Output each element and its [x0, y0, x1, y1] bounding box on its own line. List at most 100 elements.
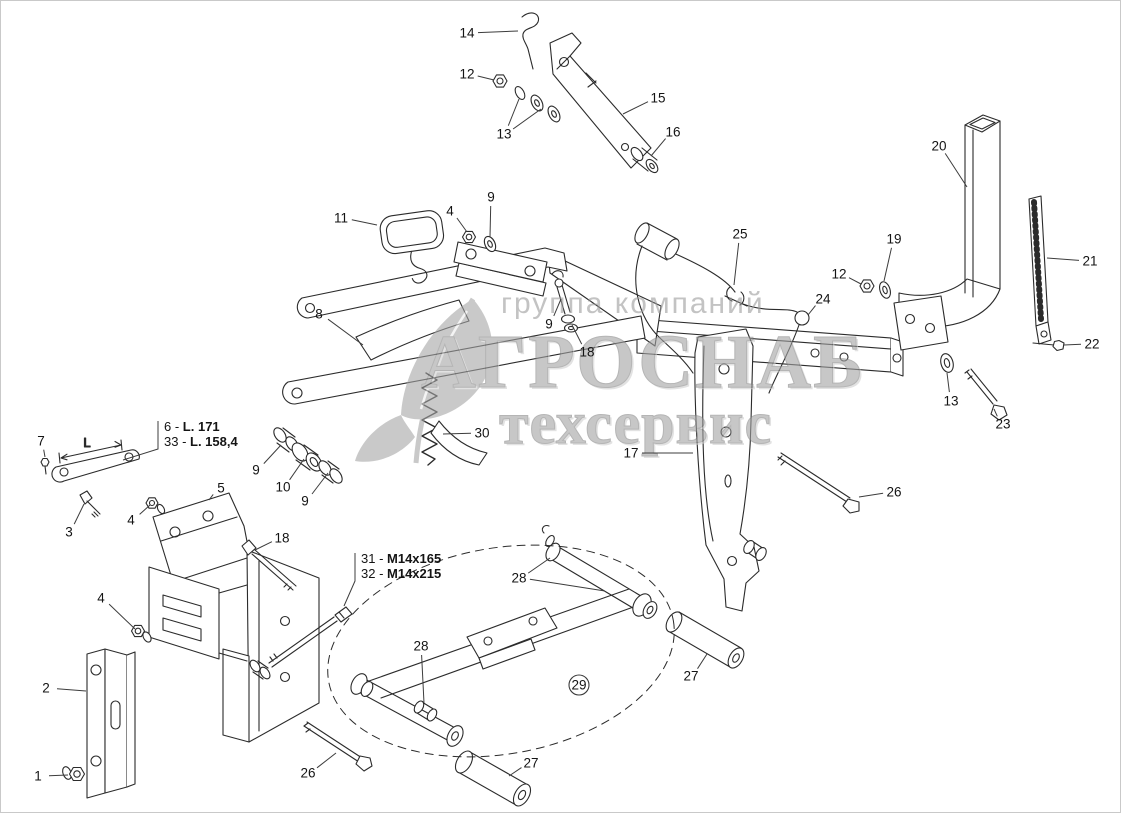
callout-3: 3: [65, 503, 85, 540]
part-bolt-23: [964, 368, 1008, 421]
callout-25: 25: [732, 227, 748, 286]
leader-line: [650, 138, 666, 157]
part-washer-9-top: [483, 235, 497, 253]
leader-line: [944, 153, 968, 188]
callout-9: 9: [252, 444, 282, 478]
leader-line: [442, 432, 472, 435]
part-cable-24: [635, 245, 810, 394]
main-square-tube: [636, 318, 904, 377]
callout-number: 9: [545, 317, 553, 332]
part-pin-17: [743, 539, 767, 562]
leader-line: [208, 494, 214, 501]
leader-line: [807, 305, 816, 316]
part-bushings-9-10-9: [273, 427, 343, 484]
callout-19: 19: [883, 232, 902, 282]
callout-27: 27: [683, 653, 708, 684]
callout-number: 23: [995, 417, 1010, 432]
callout-number: 1: [34, 769, 42, 784]
callout-9: 9: [545, 298, 562, 332]
callout-number: 22: [1084, 337, 1099, 352]
callout-number: 26: [300, 766, 315, 781]
callout-8: 8: [315, 307, 364, 346]
grouping-ellipse-29: [327, 544, 675, 758]
leader-line: [529, 578, 606, 592]
callout-number: 29: [571, 678, 586, 693]
dimension-L: L: [58, 434, 123, 464]
leader-line: [477, 75, 495, 81]
callout-number: 4: [127, 513, 135, 528]
callout-21: 21: [1046, 254, 1098, 269]
callout-7: 7: [37, 434, 46, 458]
callout-12: 12: [831, 267, 862, 285]
leader-line: [512, 108, 542, 130]
callout-circle: [568, 674, 590, 696]
callout-number: 13: [496, 127, 511, 142]
callout-number: 28: [511, 571, 526, 586]
leader-line: [697, 653, 708, 669]
callout-20: 20: [931, 139, 968, 188]
part-hook-14: [521, 12, 540, 70]
callout-number: 7: [37, 434, 45, 449]
part-bracket-5: [148, 492, 320, 743]
part-indicator-21: [1028, 195, 1052, 345]
callout-9: 9: [301, 472, 329, 509]
part-roller-16: [630, 146, 659, 174]
leader-line: [527, 557, 551, 574]
leader-line: [489, 205, 492, 238]
callout-22: 22: [1063, 337, 1100, 352]
leader-line: [48, 774, 69, 777]
part-lever-15: [549, 32, 652, 169]
callout-17: 17: [623, 446, 693, 461]
callout-number: 18: [274, 531, 289, 546]
part-nut-4-top: [461, 230, 477, 244]
spec-row: 33 - L. 158,4: [164, 434, 238, 449]
part-bolt-26-left: [303, 721, 373, 772]
part-cylinder-24: [634, 222, 680, 261]
callout-11: 11: [334, 211, 378, 226]
leader-line: [858, 492, 884, 498]
leader-line: [993, 408, 998, 417]
spec-row: 31 - M14x165: [361, 551, 441, 566]
callout-number: 12: [831, 267, 846, 282]
leader-line: [108, 603, 136, 630]
callout-number: 25: [732, 227, 747, 242]
leader-line: [311, 472, 329, 495]
callout-12: 12: [459, 67, 495, 82]
part-spacer: [249, 659, 271, 680]
callout-18: 18: [571, 324, 595, 360]
leader-line: [553, 298, 562, 317]
callout-14: 14: [459, 26, 519, 41]
spec-row: 6 - L. 171: [164, 419, 220, 434]
part-nut-1: [62, 766, 86, 782]
callout-number: 15: [650, 91, 665, 106]
callout-number: 28: [413, 639, 428, 654]
leader-line: [1046, 257, 1080, 261]
callout-27: 27: [508, 756, 539, 777]
callout-5: 5: [208, 481, 225, 501]
callout-24: 24: [807, 292, 831, 316]
callout-4: 4: [446, 204, 468, 233]
callout-2: 2: [42, 681, 87, 696]
callout-number: 30: [474, 426, 489, 441]
part-clevis-25: [724, 286, 748, 307]
part-nut-12-right: [859, 279, 875, 293]
upper-link-bracket: [453, 241, 548, 297]
leader-line: [946, 372, 950, 393]
callout-number: 8: [315, 307, 323, 322]
linkage-frame: [350, 525, 658, 747]
callout-29: 29: [568, 674, 590, 696]
callout-number: 5: [217, 481, 225, 496]
callout-number: 14: [459, 26, 475, 41]
callout-number: 26: [886, 485, 901, 500]
leader-line: [73, 503, 85, 525]
callout-23: 23: [993, 408, 1011, 432]
callout-9: 9: [487, 190, 495, 238]
callout-number: 12: [459, 67, 474, 82]
leader-line: [507, 98, 520, 126]
leader-line: [56, 688, 87, 692]
leader-line: [139, 504, 151, 515]
callout-number: 9: [301, 494, 309, 509]
